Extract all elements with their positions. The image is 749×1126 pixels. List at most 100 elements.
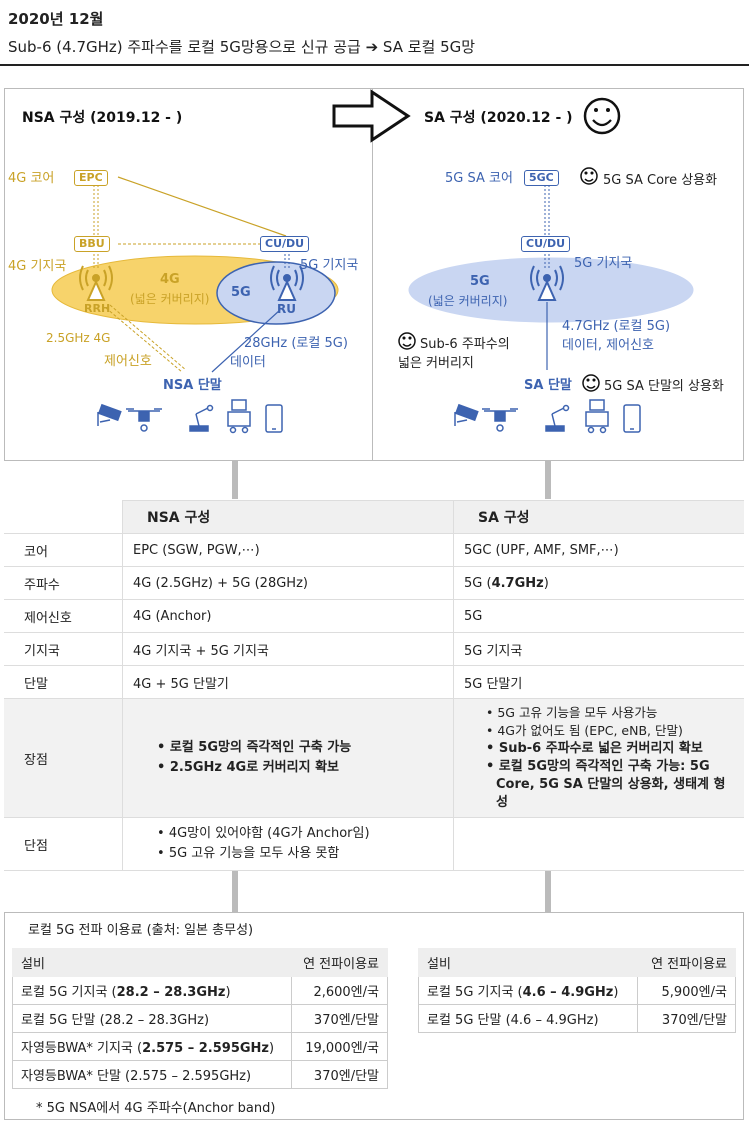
sa-cudu-tag: CU/DU <box>521 236 571 252</box>
sa-terminal-note: 5G SA 단말의 상용화 <box>604 379 724 394</box>
sa-core-note: 5G SA Core 상용화 <box>603 173 718 188</box>
table-row: 코어 EPC (SGW, PGW,⋯) 5GC (UPF, AMF, SMF,⋯… <box>4 533 744 567</box>
sa-title: SA 구성 (2020.12 - ) <box>424 110 573 126</box>
sa-cons-cell <box>453 817 744 871</box>
nsa-title: NSA 구성 (2019.12 - ) <box>22 110 183 126</box>
sa-cell: 5G 기지국 <box>453 632 744 666</box>
sa-pros-cell: 5G 고유 기능을 모두 사용가능 4G가 없어도 됨 (EPC, eNB, 단… <box>453 698 744 818</box>
nsa-cell: 4G + 5G 단말기 <box>122 665 454 699</box>
nsa-column-header: NSA 구성 <box>122 500 454 534</box>
table-row: 단말 4G + 5G 단말기 5G 단말기 <box>4 665 744 699</box>
sa-bs-label: 5G 기지국 <box>574 256 633 271</box>
nsa-cell: 4G (Anchor) <box>122 599 454 633</box>
ctrl-signal-label: 제어신호 <box>104 354 152 369</box>
bbu-tag: BBU <box>74 236 110 252</box>
row-label: 단점 <box>4 817 123 871</box>
table-row: 기지국 4G 기지국 + 5G 기지국 5G 기지국 <box>4 632 744 666</box>
sa-coverage-title: 5G <box>470 274 490 289</box>
rrh-antenna-icon <box>79 265 113 301</box>
agv-robot-icon <box>227 399 251 434</box>
coverage-5g-ellipse <box>216 261 336 325</box>
freq-5g-label: 28GHz (로컬 5G) <box>244 336 348 351</box>
nsa-pros-cell: 로컬 5G망의 즉각적인 구축 가능 2.5GHz 4G로 커버리지 확보 <box>122 698 454 818</box>
sub6-label-line1: Sub-6 주파수의 <box>420 337 510 352</box>
epc-tag: EPC <box>74 170 108 186</box>
nsa-cell: EPC (SGW, PGW,⋯) <box>122 533 454 567</box>
smiley-small-icon <box>582 374 600 392</box>
robot-arm-icon <box>189 404 214 432</box>
sa-data-ctrl-label: 데이터, 제어신호 <box>562 338 654 353</box>
fee-row: 로컬 5G 기지국 (28.2 – 28.3GHz) 2,600엔/국 <box>11 976 388 1005</box>
coverage-5g-title: 5G <box>231 285 251 300</box>
data-label: 데이터 <box>230 355 266 370</box>
sa-coverage-sub: (넓은 커버리지) <box>428 294 508 308</box>
nsa-cons-cell: 4G망이 있어야함 (4G가 Anchor임) 5G 고유 기능을 모두 사용 … <box>122 817 454 871</box>
fee-row: 자영등BWA* 기지국 (2.575 – 2.595GHz) 19,000엔/국 <box>11 1032 388 1061</box>
sa-terminal-label: SA 단말 <box>524 378 572 393</box>
coverage-4g-sub: (넓은 커버리지) <box>130 292 210 306</box>
sa-cell: 5G 단말기 <box>453 665 744 699</box>
rrh-label: RRH <box>84 302 111 315</box>
table-row: 주파수 4G (2.5GHz) + 5G (28GHz) 5G (4.7GHz) <box>4 566 744 600</box>
sa-cell: 5G (4.7GHz) <box>453 566 744 600</box>
smiley-small-icon <box>580 167 598 185</box>
fee-footnote: * 5G NSA에서 4G 주파수(Anchor band) <box>36 1101 276 1116</box>
nsa-cell: 4G 기지국 + 5G 기지국 <box>122 632 454 666</box>
fee-table-right: 설비 연 전파이용료 로컬 5G 기지국 (4.6 – 4.9GHz) 5,90… <box>417 948 736 1033</box>
nsa-core-label: 4G 코어 <box>8 171 55 186</box>
smiley-small-icon <box>398 332 416 350</box>
nsa-cudu-tag: CU/DU <box>260 236 310 252</box>
cctv-icon <box>454 403 479 426</box>
freq-4g-label: 2.5GHz 4G <box>46 331 111 345</box>
table-header-row: NSA 구성 SA 구성 <box>4 500 744 534</box>
architecture-divider <box>372 88 373 461</box>
fee-row: 로컬 5G 단말 (4.6 – 4.9GHz) 370엔/단말 <box>417 1004 736 1033</box>
cctv-icon <box>97 403 122 426</box>
fee-title: 로컬 5G 전파 이용료 (출처: 일본 총무성) <box>28 923 254 938</box>
sa-core-label: 5G SA 코어 <box>445 171 513 186</box>
robot-arm-icon <box>545 404 570 432</box>
fee-row: 자영등BWA* 단말 (2.575 – 2.595GHz) 370엔/단말 <box>11 1060 388 1089</box>
agv-robot-icon <box>585 399 609 434</box>
header-divider <box>0 64 749 66</box>
fee-box <box>4 912 744 1120</box>
row-label: 장점 <box>4 698 123 818</box>
page-subtitle: Sub-6 (4.7GHz) 주파수를 로컬 5G망용으로 신규 공급 ➔ SA… <box>8 38 476 56</box>
connector <box>232 870 238 912</box>
ru-label: RU <box>277 302 296 316</box>
ru-antenna-icon <box>270 265 304 301</box>
connector <box>545 870 551 912</box>
row-label: 코어 <box>4 533 123 567</box>
sa-cell: 5GC (UPF, AMF, SMF,⋯) <box>453 533 744 567</box>
nsa-terminal-label: NSA 단말 <box>163 378 222 393</box>
fee-table-left: 설비 연 전파이용료 로컬 5G 기지국 (28.2 – 28.3GHz) 2,… <box>11 948 388 1089</box>
connector <box>545 461 551 499</box>
page-date: 2020년 12월 <box>8 10 104 28</box>
bs5g-label: 5G 기지국 <box>300 258 359 273</box>
architecture-diagram-graphics <box>51 89 694 434</box>
comparison-table: NSA 구성 SA 구성 코어 EPC (SGW, PGW,⋯) 5GC (UP… <box>4 500 744 871</box>
sa-column-header: SA 구성 <box>453 500 744 534</box>
fee-header-row: 설비 연 전파이용료 <box>11 948 388 977</box>
nsa-cell: 4G (2.5GHz) + 5G (28GHz) <box>122 566 454 600</box>
smiley-icon <box>583 97 621 135</box>
architecture-diagram-box <box>4 88 744 461</box>
connector <box>232 461 238 499</box>
drone-icon <box>126 408 162 432</box>
row-label: 주파수 <box>4 566 123 600</box>
5gc-tag: 5GC <box>524 170 559 186</box>
fee-header-row: 설비 연 전파이용료 <box>417 948 736 977</box>
cons-row: 단점 4G망이 있어야함 (4G가 Anchor임) 5G 고유 기능을 모두 … <box>4 817 744 871</box>
row-label: 제어신호 <box>4 599 123 633</box>
sub6-label-line2: 넓은 커버리지 <box>398 356 474 371</box>
fee-row: 로컬 5G 기지국 (4.6 – 4.9GHz) 5,900엔/국 <box>417 976 736 1005</box>
fee-row: 로컬 5G 단말 (28.2 – 28.3GHz) 370엔/단말 <box>11 1004 388 1033</box>
smartphone-icon <box>623 404 641 433</box>
row-label: 단말 <box>4 665 123 699</box>
pros-row: 장점 로컬 5G망의 즉각적인 구축 가능 2.5GHz 4G로 커버리지 확보… <box>4 698 744 818</box>
drone-icon <box>482 408 518 432</box>
table-row: 제어신호 4G (Anchor) 5G <box>4 599 744 633</box>
row-label: 기지국 <box>4 632 123 666</box>
coverage-4g-title: 4G <box>160 272 180 287</box>
sa-cell: 5G <box>453 599 744 633</box>
